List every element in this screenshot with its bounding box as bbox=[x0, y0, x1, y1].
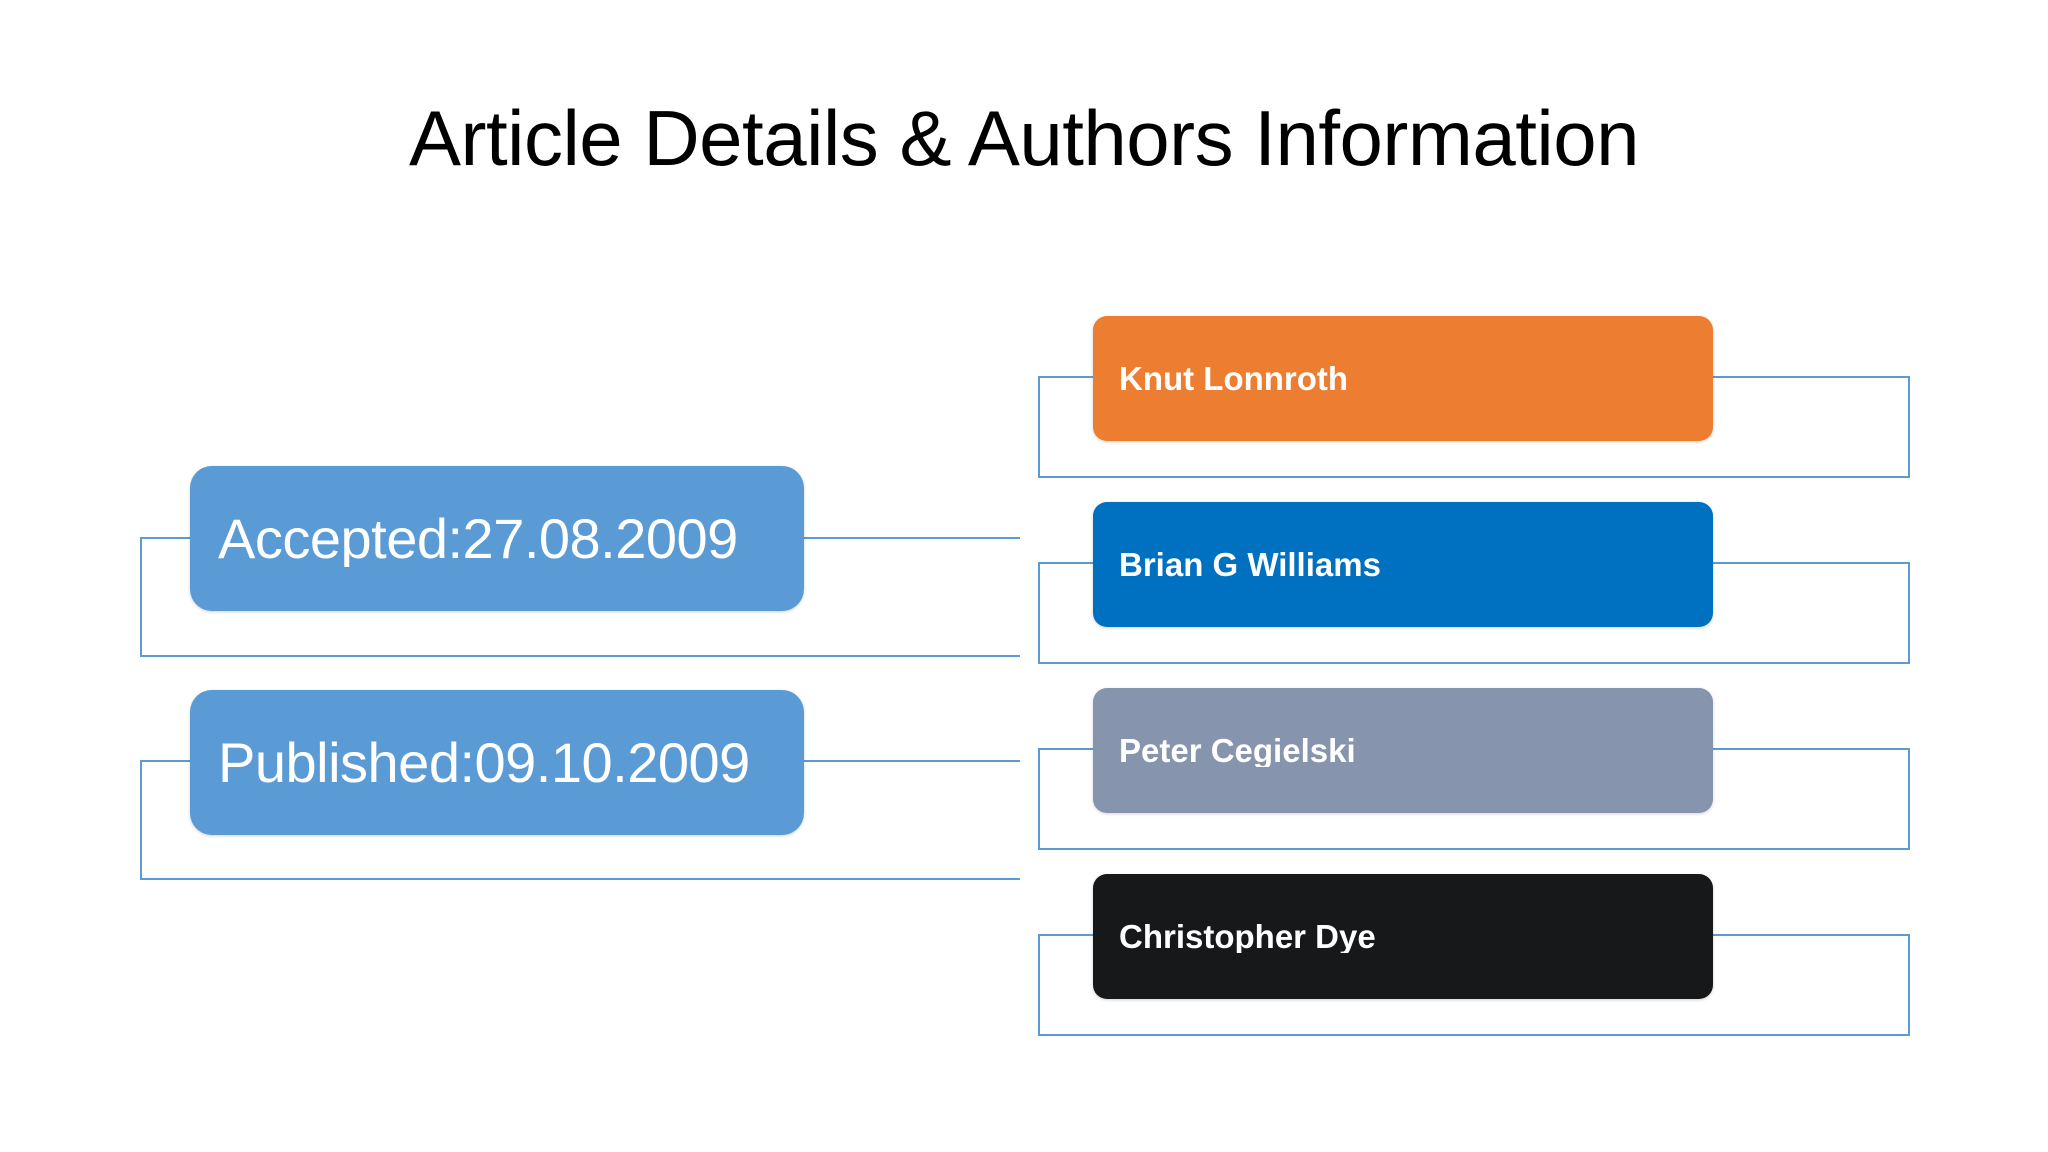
node-author-christopher-dye[interactable]: Christopher Dye bbox=[1093, 874, 1713, 999]
page-title: Article Details & Authors Information bbox=[408, 94, 1640, 182]
node-author-peter-cegielski[interactable]: Peter Cegielski bbox=[1093, 688, 1713, 813]
node-author-2-label: Brian G Williams bbox=[1119, 548, 1381, 581]
node-author-3-label: Peter Cegielski bbox=[1119, 734, 1356, 767]
node-author-4-label: Christopher Dye bbox=[1119, 920, 1376, 953]
node-author-brian-g-williams[interactable]: Brian G Williams bbox=[1093, 502, 1713, 627]
node-published-date[interactable]: Published:09.10.2009 bbox=[190, 690, 804, 835]
node-accepted-date[interactable]: Accepted:27.08.2009 bbox=[190, 466, 804, 611]
node-author-knut-lonnroth[interactable]: Knut Lonnroth bbox=[1093, 316, 1713, 441]
node-author-1-label: Knut Lonnroth bbox=[1119, 362, 1349, 395]
node-accepted-date-label: Accepted:27.08.2009 bbox=[218, 510, 738, 567]
node-published-date-label: Published:09.10.2009 bbox=[218, 734, 750, 791]
